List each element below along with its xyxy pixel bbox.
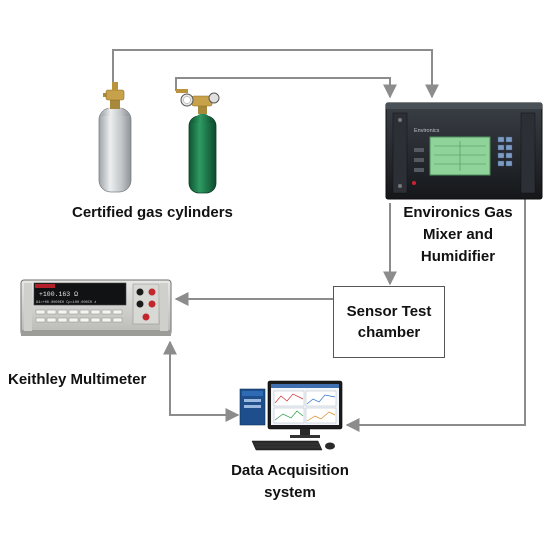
chamber-label-line-1: Sensor Test xyxy=(346,303,432,320)
multimeter-display xyxy=(33,282,127,306)
multimeter-display-sub: Ω4=+00.0000E0 Cp=100.000C0 ∧ xyxy=(36,300,96,305)
multimeter-display-main: +100.163 Ω xyxy=(39,291,78,298)
daq-label-line-1: Data Acquisition xyxy=(231,462,349,479)
keithley-multimeter: +100.163 Ω Ω4=+00.0000E0 Cp=100.000C0 ∧ xyxy=(20,279,172,336)
multimeter-label: Keithley Multimeter xyxy=(8,371,147,388)
multimeter-terminals xyxy=(132,283,160,325)
mixer-label-line-2: Mixer and xyxy=(422,226,494,243)
environics-gas-mixer: Environics xyxy=(385,102,543,200)
daq-mouse xyxy=(325,442,335,450)
mixer-label: Environics Gas Mixer and Humidifier xyxy=(398,202,518,268)
arrow-green-cylinder-to-mixer xyxy=(175,77,397,99)
mixer-label-line-1: Environics Gas xyxy=(403,204,513,221)
green-gas-cylinder xyxy=(176,89,220,194)
multimeter-buttons xyxy=(35,309,123,323)
mixer-keypad xyxy=(497,136,513,167)
sensor-test-chamber-box: Sensor Test chamber xyxy=(333,286,445,358)
arrow-multimeter-daq xyxy=(163,340,240,422)
arrow-silver-cylinder-to-mixer xyxy=(112,49,439,99)
daq-label-line-2: system xyxy=(264,484,316,501)
daq-keyboard xyxy=(251,440,323,451)
cylinders-label: Certified gas cylinders xyxy=(72,204,233,221)
mixer-brand-text: Environics xyxy=(414,128,440,134)
chamber-label-line-2: chamber xyxy=(357,324,421,341)
mixer-label-line-3: Humidifier xyxy=(420,248,496,265)
data-acquisition-system xyxy=(239,380,343,451)
daq-label: Data Acquisition system xyxy=(225,460,355,504)
silver-gas-cylinder xyxy=(98,82,132,193)
